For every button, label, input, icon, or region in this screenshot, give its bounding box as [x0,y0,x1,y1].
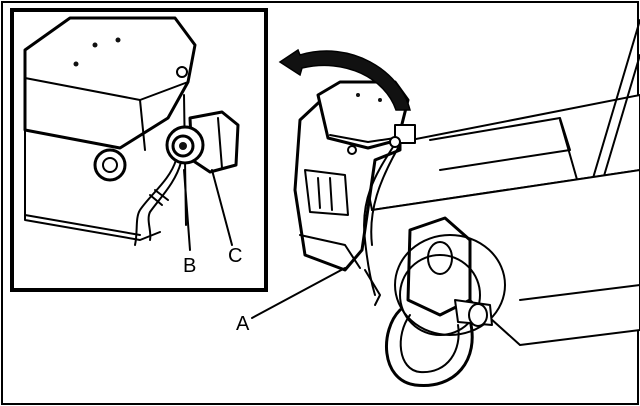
lower-plate [371,169,640,346]
detail-pin-center [179,142,187,150]
callout-c: C [228,245,242,267]
beam-edge [559,119,581,191]
detail-hole-2 [115,37,121,43]
detail-inset: B C [10,8,268,292]
cover-screw [347,145,357,155]
detail-housing-base [24,214,141,236]
mount-hole [427,241,453,275]
d-ring [385,308,474,388]
main-pin [389,136,401,148]
cover-hole-1 [356,93,360,97]
detail-bracket-edge [217,117,223,169]
detail-cover-corner [139,99,146,151]
cover-hole-2 [378,98,382,102]
housing-recess [304,169,349,216]
callout-b: B [183,255,196,277]
curved-arrow-icon [278,48,411,111]
tow-pole-edge [597,54,640,197]
detail-cable-2 [147,161,182,241]
detail-crimp [149,189,169,206]
main-cable-2 [370,147,399,246]
bolt-head [468,303,488,327]
main-view: A [236,19,640,388]
detail-hole-3 [73,61,79,67]
shackle-plate-inner [399,254,481,336]
tow-pole [587,19,640,196]
detail-boss-inner [102,157,118,173]
cover-lip [329,134,396,143]
leader-a [251,267,346,319]
leader-b [183,169,191,251]
hitch-cover [316,80,410,150]
leader-c [211,169,233,246]
shackle-plate-outer [394,234,506,336]
detail-cable [134,159,177,246]
cable-end [364,269,381,306]
main-pin-bracket [394,124,416,144]
detail-hole-1 [92,42,98,48]
plate-edge [519,284,640,301]
recess-line-2 [329,177,333,211]
housing-bottom [299,234,361,269]
callout-a: A [236,313,250,335]
recess-line-1 [317,177,321,209]
detail-screw [176,66,188,78]
d-ring-inner [399,314,460,374]
